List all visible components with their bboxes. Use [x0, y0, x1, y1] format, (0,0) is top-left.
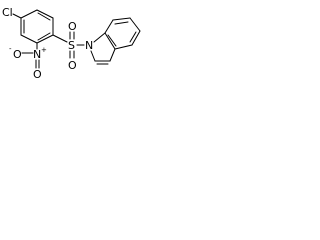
- nitro-oxygen-double-label: O: [33, 68, 42, 81]
- bond-c7a-c7: [104, 19, 114, 34]
- pyrrole-ring: [90, 32, 116, 65]
- bond-c4-c3a: [114, 44, 133, 50]
- nitro-nitrogen-label: N: [33, 48, 41, 61]
- bond-ring-a3-a4: [36, 34, 54, 44]
- benzo-ring: [104, 17, 141, 50]
- bond-ring-double-2: [37, 32, 51, 41]
- bond-benzo-double-2: [129, 31, 137, 43]
- sulfur-label: S: [68, 39, 75, 52]
- bond-n-c2: [90, 50, 96, 62]
- bond-c6-c5: [129, 17, 141, 32]
- bond-ring-double-1: [37, 12, 51, 21]
- bond-c7-c6: [112, 17, 131, 21]
- bond-benzo-double-1: [114, 21, 129, 25]
- bond-ring-cl: [12, 13, 22, 19]
- bond-n-c7a: [93, 32, 106, 43]
- nitro-plus-sign: +: [41, 46, 47, 54]
- bond-ring-a1-a2: [36, 9, 54, 19]
- chemical-structure: Cl N + O - O S O O N: [2, 6, 141, 81]
- aryl-ring: [20, 9, 54, 44]
- bond-ring-a6-a1: [20, 9, 38, 19]
- nitro-oxygen-minus-label: O: [13, 48, 22, 61]
- chlorine-label: Cl: [2, 6, 13, 19]
- bond-c5-c4: [131, 30, 141, 46]
- bond-ring-sulfur: [52, 34, 68, 43]
- indole-nitrogen-label: N: [85, 39, 93, 52]
- bond-c3-c3a: [109, 48, 116, 62]
- nitro-minus-sign: -: [9, 45, 12, 53]
- bond-benzo-double-3: [107, 34, 117, 47]
- sulfonyl-oxygen-bottom-label: O: [68, 59, 77, 72]
- bond-ring-a4-a5: [20, 34, 38, 44]
- bond-c3a-c7a: [104, 32, 116, 50]
- sulfonyl-oxygen-top-label: O: [68, 20, 77, 33]
